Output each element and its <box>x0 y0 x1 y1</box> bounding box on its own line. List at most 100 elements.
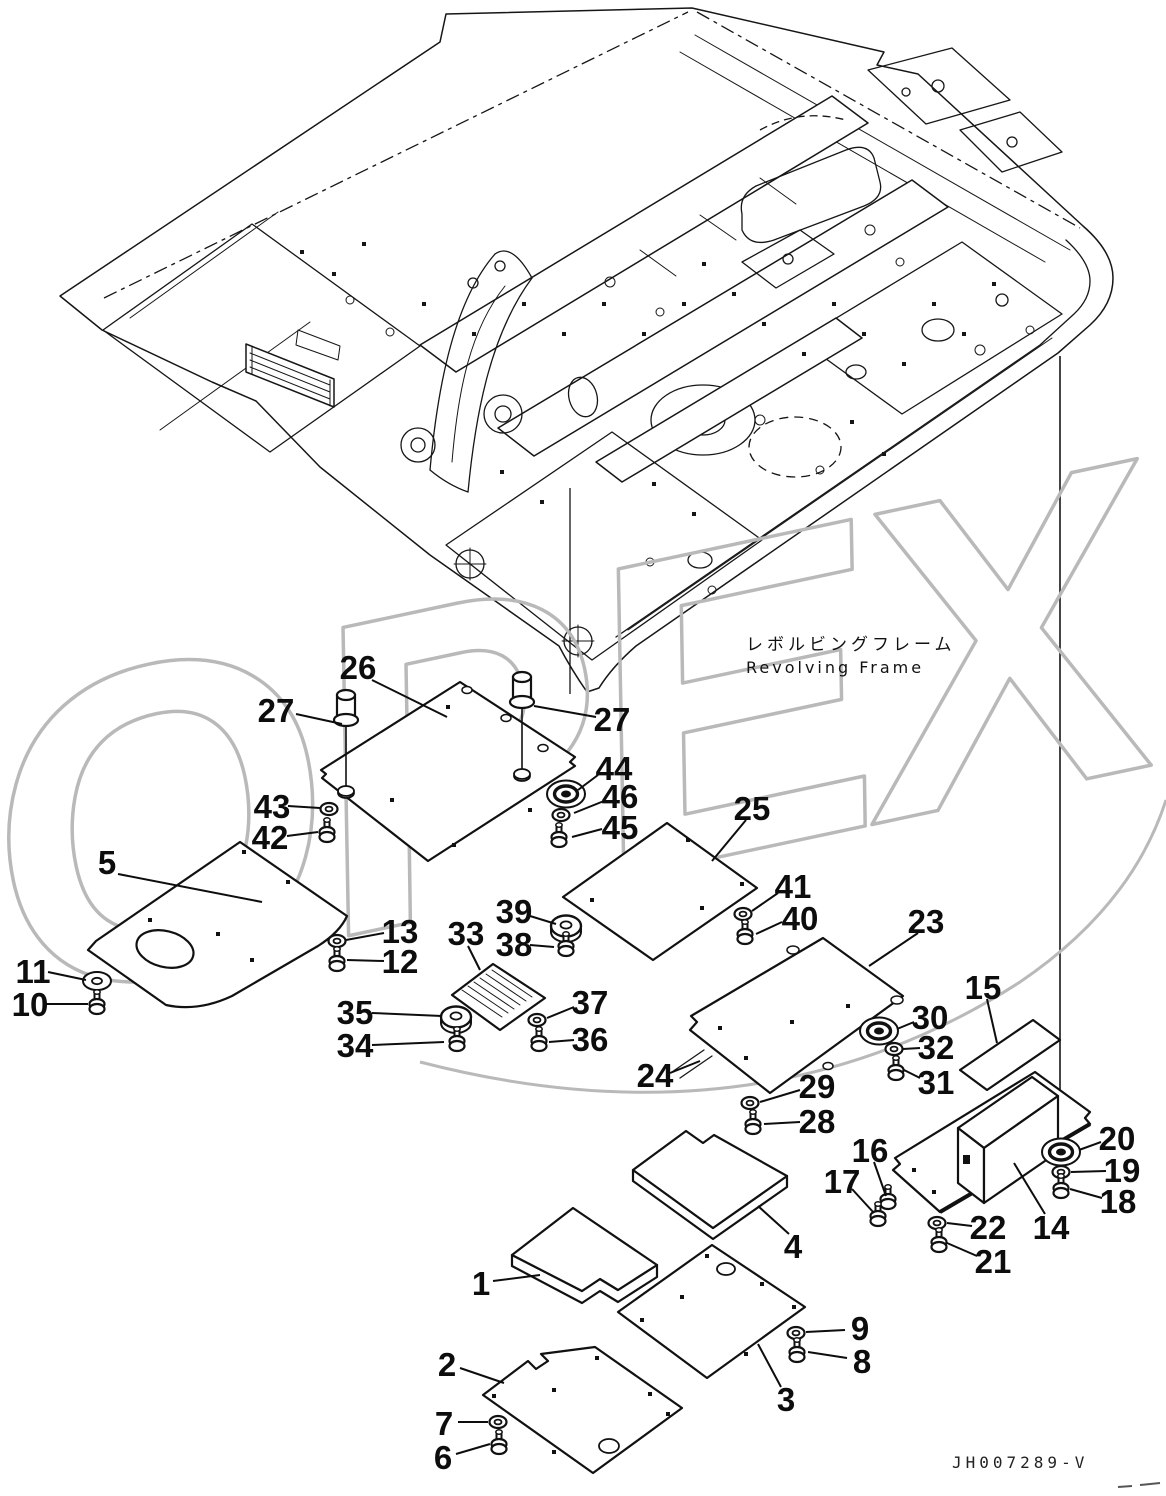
callout-16: 16 <box>852 1132 889 1197</box>
callout-30: 30 <box>896 999 949 1036</box>
bolt-part-34 <box>448 1026 466 1053</box>
callout-number-31: 31 <box>918 1064 955 1101</box>
capnut-part-27 <box>508 670 536 780</box>
callout-number-45: 45 <box>602 809 639 846</box>
bolt-part-45 <box>550 822 568 849</box>
callout-39: 39 <box>496 893 557 930</box>
callout-10: 10 <box>12 986 88 1023</box>
callout-8: 8 <box>807 1343 871 1380</box>
callout-3: 3 <box>757 1343 795 1418</box>
callout-number-23: 23 <box>908 903 945 940</box>
callout-12: 12 <box>346 943 419 980</box>
callout-number-27: 27 <box>258 692 295 729</box>
callout-number-30: 30 <box>912 999 949 1036</box>
callout-number-28: 28 <box>799 1103 836 1140</box>
callout-1: 1 <box>472 1265 541 1302</box>
washer-part-7 <box>488 1414 508 1430</box>
callout-24: 24 <box>637 1057 701 1094</box>
washer-part-22 <box>927 1215 947 1231</box>
callout-number-27: 27 <box>594 701 631 738</box>
callout-number-12: 12 <box>382 943 419 980</box>
part-plate-1 <box>510 1206 659 1305</box>
callout-37: 37 <box>546 984 608 1021</box>
callout-19: 19 <box>1070 1152 1140 1189</box>
callout-number-17: 17 <box>824 1163 861 1200</box>
bolt-part-21 <box>930 1227 948 1254</box>
callout-number-10: 10 <box>12 986 49 1023</box>
callout-number-46: 46 <box>602 778 639 815</box>
callout-number-41: 41 <box>775 868 812 905</box>
callout-27: 27 <box>533 701 631 738</box>
callout-number-33: 33 <box>448 915 485 952</box>
callout-number-32: 32 <box>918 1029 955 1066</box>
callout-23: 23 <box>868 903 945 967</box>
callout-number-25: 25 <box>734 790 771 827</box>
callout-number-11: 11 <box>16 953 51 990</box>
callout-26: 26 <box>340 649 448 718</box>
callout-number-1: 1 <box>472 1265 490 1302</box>
callout-number-15: 15 <box>965 969 1002 1006</box>
callout-number-7: 7 <box>435 1405 453 1442</box>
bolt-part-31 <box>887 1055 905 1082</box>
callout-number-44: 44 <box>596 750 633 787</box>
title-english: Revolving Frame <box>746 658 924 677</box>
callout-14: 14 <box>1013 1162 1070 1246</box>
callout-27: 27 <box>258 692 343 729</box>
callout-18: 18 <box>1069 1183 1136 1220</box>
part-duct-14 <box>891 1070 1092 1214</box>
callout-31: 31 <box>903 1064 955 1101</box>
capnut-part-27 <box>332 688 360 797</box>
washer-part-13 <box>327 933 347 949</box>
callout-17: 17 <box>824 1163 875 1214</box>
callout-number-24: 24 <box>637 1057 674 1094</box>
callout-38: 38 <box>496 926 555 963</box>
bolt-part-12 <box>328 946 346 973</box>
bolt-part-6 <box>490 1429 508 1456</box>
part-plate-3 <box>616 1243 807 1380</box>
callout-5: 5 <box>98 844 263 903</box>
part-plate-4 <box>631 1129 789 1241</box>
callout-number-34: 34 <box>337 1027 374 1064</box>
callout-number-4: 4 <box>784 1228 803 1265</box>
bolt-part-36 <box>530 1026 548 1053</box>
callout-number-36: 36 <box>572 1021 609 1058</box>
part-plate-33-vent <box>450 962 547 1032</box>
washer-large-part-11 <box>82 971 112 991</box>
part-plate-2 <box>481 1345 684 1475</box>
callout-35: 35 <box>337 994 443 1031</box>
callout-36: 36 <box>548 1021 609 1058</box>
part-plate-23 <box>671 936 905 1095</box>
callout-25: 25 <box>711 790 771 862</box>
page-edge-marks <box>1117 1482 1161 1488</box>
watermark-swoosh <box>419 799 1166 1094</box>
callout-11: 11 <box>16 953 87 990</box>
callout-number-43: 43 <box>254 788 291 825</box>
callout-number-14: 14 <box>1033 1209 1070 1246</box>
title-japanese: レボルビングフレーム <box>746 635 956 655</box>
grommet-part-44 <box>546 779 586 809</box>
grommet-part-30 <box>859 1016 899 1046</box>
callout-number-39: 39 <box>496 893 533 930</box>
washer-part-43 <box>319 801 339 817</box>
callout-41: 41 <box>751 868 812 912</box>
part-plate-15 <box>958 1018 1062 1092</box>
callout-number-13: 13 <box>382 913 419 950</box>
callout-number-16: 16 <box>852 1132 889 1169</box>
callout-number-6: 6 <box>434 1439 452 1476</box>
part-plate-25 <box>561 821 759 962</box>
callout-15: 15 <box>965 969 1002 1044</box>
mount-part-35 <box>439 1005 473 1034</box>
callout-number-3: 3 <box>777 1381 795 1418</box>
grommet-part-20 <box>1041 1137 1081 1167</box>
callout-42: 42 <box>252 819 319 856</box>
callout-7: 7 <box>435 1405 488 1442</box>
revolving-frame-drawing <box>59 7 1114 694</box>
bolt-part-38 <box>557 931 575 958</box>
callout-number-42: 42 <box>252 819 289 856</box>
callout-13: 13 <box>345 913 419 950</box>
bolt-part-10 <box>88 989 106 1016</box>
callout-number-9: 9 <box>851 1310 869 1347</box>
washer-part-32 <box>884 1041 904 1057</box>
bolt-part-28 <box>744 1109 762 1136</box>
